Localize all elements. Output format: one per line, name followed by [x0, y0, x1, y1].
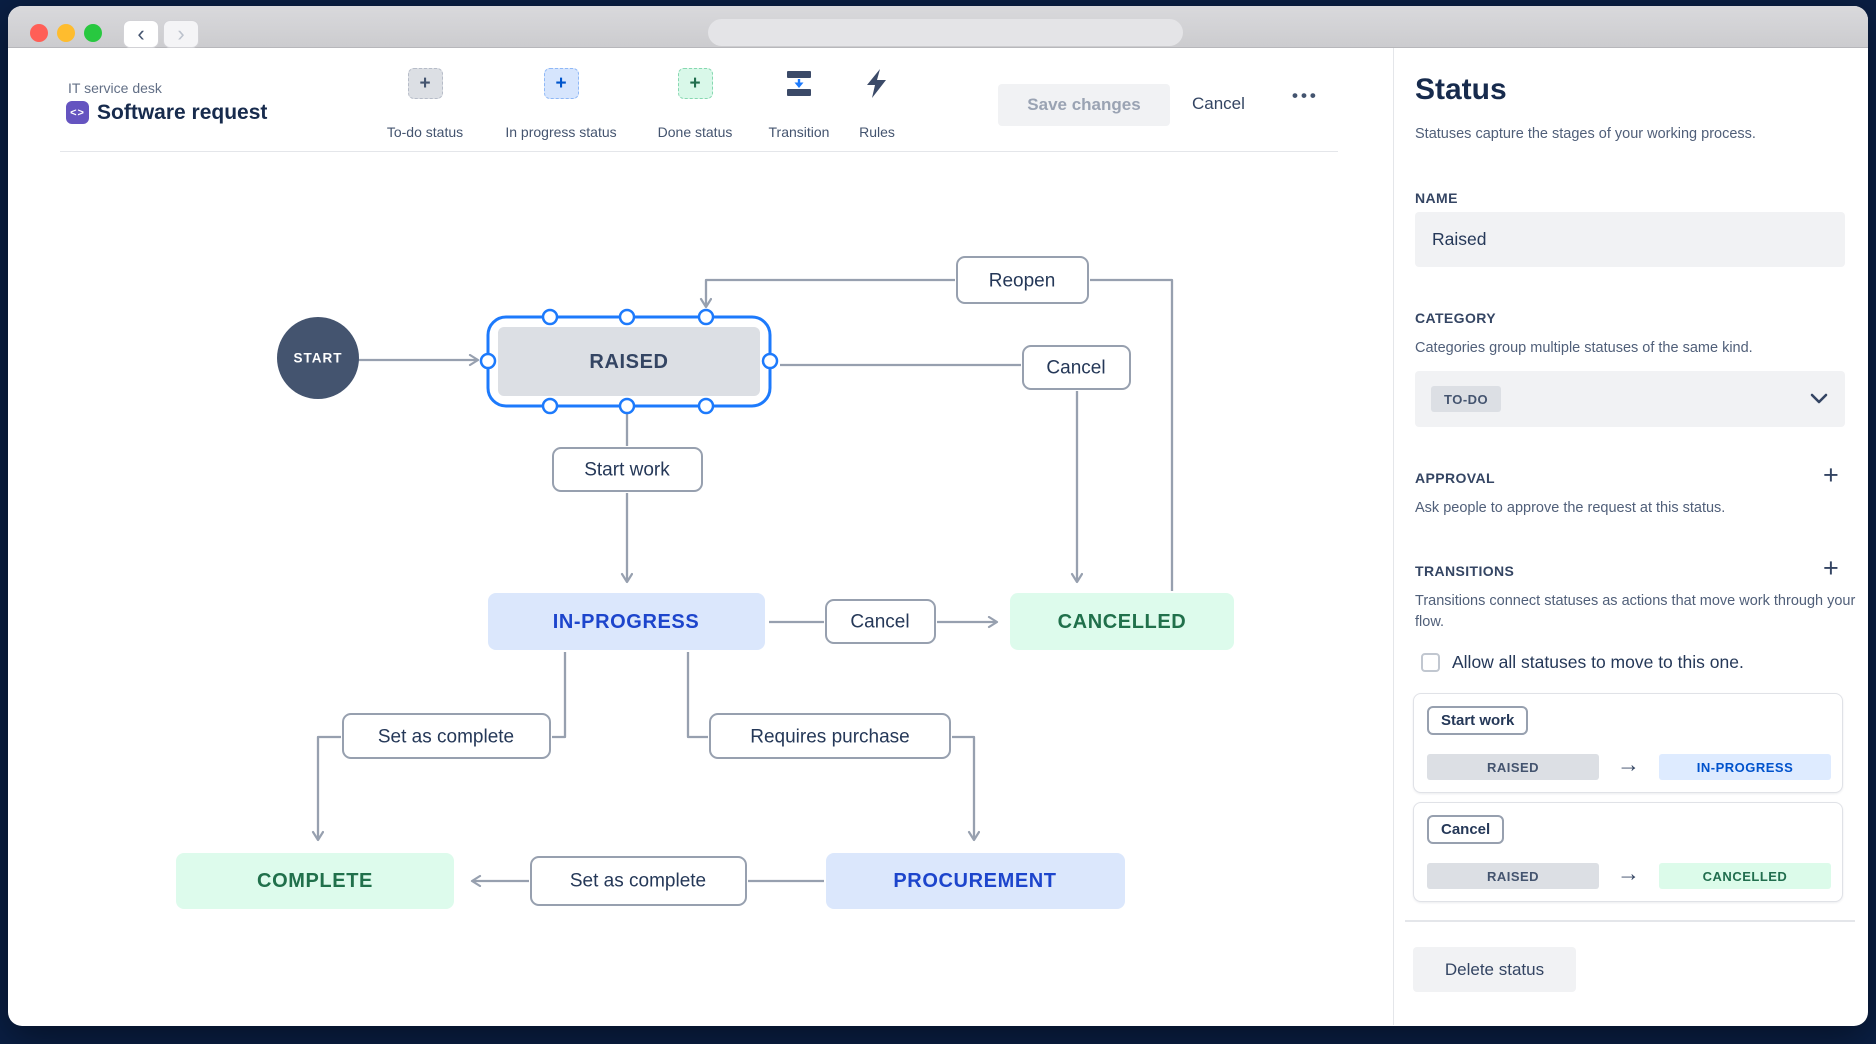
forward-icon: › — [177, 21, 185, 46]
breadcrumb[interactable]: IT service desk — [68, 80, 162, 96]
transitions-description: Transitions connect statuses as actions … — [1415, 593, 1856, 631]
lightning-bolt-icon — [867, 69, 886, 98]
status-node-label: CANCELLED — [1058, 611, 1187, 633]
browser-back-button[interactable]: ‹ — [123, 20, 159, 48]
status-node-complete[interactable]: COMPLETE — [176, 853, 454, 909]
chevron-down-icon — [1810, 393, 1828, 404]
start-node[interactable]: START — [277, 317, 359, 399]
edge-cancelled-to-reopen[interactable] — [1090, 278, 1174, 591]
tool-label: In progress status — [505, 124, 617, 140]
selection-handles[interactable] — [479, 308, 779, 415]
to-status-badge: IN-PROGRESS — [1659, 754, 1831, 780]
allow-all-label: Allow all statuses to move to this one. — [1452, 652, 1744, 672]
add-transition-button[interactable]: Transition — [729, 68, 869, 140]
back-icon: ‹ — [137, 21, 145, 46]
transition-text: Cancel — [1046, 358, 1105, 379]
transition-action-chip[interactable]: Cancel — [1427, 815, 1505, 844]
edge-inprogress-to-requirespurchase[interactable] — [686, 652, 708, 739]
add-done-status-button[interactable]: + Done status — [625, 68, 765, 140]
transition-text: Requires purchase — [750, 727, 909, 748]
save-changes-button[interactable]: Save changes — [998, 84, 1170, 126]
panel-divider — [1393, 48, 1394, 1025]
delete-status-button[interactable]: Delete status — [1413, 947, 1576, 992]
edge-setcomplete-to-complete[interactable] — [318, 735, 341, 840]
sidebar-divider — [1405, 920, 1855, 922]
toolbar-divider — [60, 151, 1338, 152]
edge-requirespurchase-to-procurement[interactable] — [952, 735, 974, 840]
add-inprogress-status-button[interactable]: + In progress status — [491, 68, 631, 140]
name-input[interactable] — [1415, 212, 1845, 267]
transition-text: Set as complete — [570, 871, 706, 892]
code-icon: <> — [70, 106, 85, 119]
browser-forward-button[interactable]: › — [163, 20, 199, 48]
category-description: Categories group multiple statuses of th… — [1415, 340, 1753, 356]
close-window-button[interactable] — [30, 24, 48, 42]
status-node-in-progress[interactable]: IN-PROGRESS — [488, 593, 765, 650]
transition-text: Set as complete — [378, 727, 514, 748]
name-label: NAME — [1415, 190, 1458, 206]
panel-title: Status — [1415, 73, 1507, 106]
plus-icon: + — [407, 68, 443, 99]
transition-label-cancel-top[interactable] — [1022, 345, 1131, 390]
arrow-right-icon: → — [1617, 751, 1640, 777]
from-status-badge: RAISED — [1427, 754, 1599, 780]
zoom-window-button[interactable] — [84, 24, 102, 42]
transition-icon — [787, 71, 811, 96]
transition-label-set-complete-left[interactable] — [342, 713, 551, 759]
transition-label-cancel-mid[interactable] — [825, 599, 936, 644]
project-icon: <> — [66, 101, 89, 124]
category-select[interactable]: TO-DO — [1415, 371, 1845, 427]
transition-label-start-work[interactable] — [552, 447, 703, 492]
start-node-label: START — [294, 351, 343, 366]
category-label: CATEGORY — [1415, 310, 1496, 326]
tool-label: Done status — [657, 124, 733, 140]
tool-label: Transition — [768, 124, 830, 140]
edge-inprogress-to-setcomplete[interactable] — [552, 652, 567, 739]
transition-label-reopen[interactable] — [956, 256, 1089, 304]
workflow-canvas[interactable]: START RAISED IN-PROGRESS CANCELLED COMPL… — [40, 160, 1380, 1020]
page-title: Software request — [97, 101, 268, 124]
approval-label: APPROVAL — [1415, 470, 1495, 486]
add-transition-sidebar-button[interactable]: + — [1823, 553, 1839, 583]
status-node-label: RAISED — [589, 351, 668, 373]
status-node-raised[interactable]: RAISED — [479, 308, 779, 415]
cancel-button[interactable]: Cancel — [1192, 94, 1245, 113]
status-node-label: COMPLETE — [257, 870, 373, 892]
window-title-bar: ‹ › — [8, 6, 1868, 48]
allow-all-checkbox[interactable] — [1421, 653, 1440, 672]
tool-label: Rules — [859, 124, 895, 140]
add-approval-button[interactable]: + — [1823, 460, 1839, 490]
rules-button[interactable]: Rules — [807, 68, 947, 140]
plus-icon: + — [677, 68, 713, 99]
tool-label: To-do status — [386, 124, 464, 140]
transition-label-requires-purchase[interactable] — [709, 713, 951, 759]
transition-text: Reopen — [989, 271, 1056, 292]
edge-reopen-to-raised[interactable] — [706, 278, 955, 307]
address-bar[interactable] — [708, 19, 1183, 46]
transition-text: Start work — [584, 460, 670, 481]
transition-action-chip[interactable]: Start work — [1427, 706, 1529, 735]
status-node-cancelled[interactable]: CANCELLED — [1010, 593, 1234, 650]
arrow-right-icon: → — [1617, 860, 1640, 886]
to-status-badge: CANCELLED — [1659, 863, 1831, 889]
transition-card[interactable]: Start work RAISED → IN-PROGRESS — [1413, 693, 1843, 793]
add-todo-status-button[interactable]: + To-do status — [355, 68, 495, 140]
transitions-label: TRANSITIONS — [1415, 563, 1515, 579]
transition-label-set-complete-bottom[interactable] — [530, 856, 747, 906]
transition-text: Cancel — [850, 612, 909, 633]
category-value-badge: TO-DO — [1431, 386, 1502, 412]
transition-card[interactable]: Cancel RAISED → CANCELLED — [1413, 802, 1843, 902]
plus-icon: + — [543, 68, 579, 99]
status-node-label: IN-PROGRESS — [553, 611, 700, 633]
approval-description: Ask people to approve the request at thi… — [1415, 500, 1726, 516]
status-node-label: PROCUREMENT — [893, 870, 1056, 892]
more-menu-button[interactable]: ••• — [1292, 86, 1319, 105]
from-status-badge: RAISED — [1427, 863, 1599, 889]
status-node-procurement[interactable]: PROCUREMENT — [826, 853, 1125, 909]
panel-subtitle: Statuses capture the stages of your work… — [1415, 126, 1756, 142]
minimize-window-button[interactable] — [57, 24, 75, 42]
